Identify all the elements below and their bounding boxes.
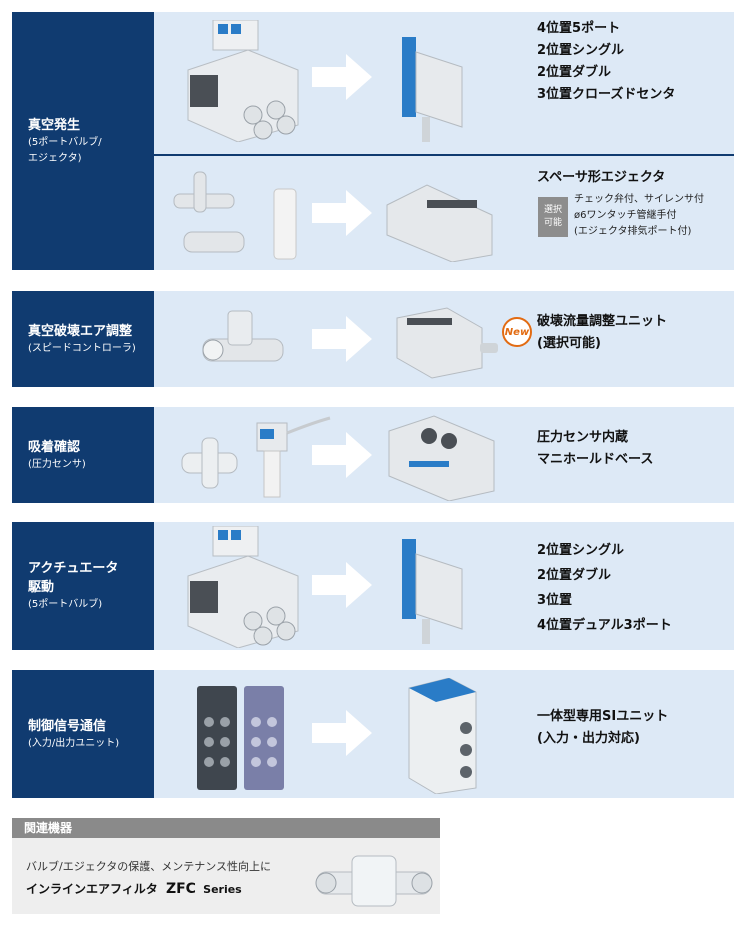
arrow-right-icon [312,562,372,608]
section-title-line2: 駆動 [28,580,55,595]
valve-option: 4位置5ポート [537,21,621,36]
section-subtitle: (スピードコントローラ) [28,342,136,354]
ejector-note: (エジェクタ排気ポート付) [574,226,692,237]
sensor-line: マニホールドベース [537,452,654,467]
section-label: 制御信号通信 (入力/出力ユニット) [12,670,154,798]
section-label: 真空破壊エア調整 (スピードコントローラ) [12,291,154,387]
valve-option: 3位置クローズドセンタ [537,87,676,102]
sensor-text: 圧力センサ内蔵 マニホールドベース [537,427,653,471]
valve-options: 4位置5ポート 2位置シングル 2位置ダブル 3位置クローズドセンタ [537,18,675,106]
related-product: インラインエアフィルタ ZFC Series [26,880,242,897]
row-divider [154,154,734,156]
ejector-notes: チェック弁付、サイレンサ付 ø6ワンタッチ管継手付 (エジェクタ排気ポート付) [574,192,704,240]
si-unit-image [408,678,477,794]
si-line: 一体型専用SIユニット [537,709,669,724]
breaker-line: 破壊流量調整ユニット [537,314,668,329]
arrow-right-icon [312,710,372,756]
ejector-title: スペーサ形エジェクタ [537,170,666,185]
ejector-note: ø6ワンタッチ管継手付 [574,210,677,221]
valve-manifold-image [187,526,299,648]
section-label: 吸着確認 (圧力センサ) [12,407,154,503]
actuator-option: 2位置シングル [537,543,625,558]
arrow-right-icon [312,54,372,100]
product-name: インラインエアフィルタ [26,882,158,896]
section-subtitle: (5ポートバルブ) [28,599,103,610]
section-control-signal: 制御信号通信 (入力/出力ユニット) 一体型専用SIユニット (入力・出力対応) [12,670,734,798]
breaker-line: (選択可能) [537,336,601,351]
arrow-right-icon [312,432,372,478]
valve-option: 2位置ダブル [537,65,612,80]
section-title: 吸着確認 [28,439,81,455]
valve-unit-image [402,539,463,644]
section-title: 制御信号通信 [28,718,107,734]
series-label: Series [203,883,242,896]
actuator-option: 3位置 [537,593,573,608]
pressure-sensor-image [181,416,331,498]
section-label: 真空発生 (5ポートバルブ/ エジェクタ) [12,12,154,270]
new-badge: New [502,317,532,347]
io-units-image [197,686,284,790]
spacer-ejector-image [386,184,493,262]
section-title: アクチュエータ [28,561,119,576]
actuator-option: 4位置デュアル3ポート [537,618,672,633]
si-text: 一体型専用SIユニット (入力・出力対応) [537,706,668,750]
badge-text: 選択 [543,205,562,215]
valve-manifold-image [187,20,299,142]
section-suction-confirmation: 吸着確認 (圧力センサ) 圧力センサ内蔵 マニホールドベース [12,407,734,503]
related-equipment: 関連機器 バルブ/エジェクタの保護、メンテナンス性向上に インラインエアフィルタ… [12,818,440,914]
badge-text: 可能 [543,218,562,228]
section-subtitle: エジェクタ) [28,152,82,164]
section-label: アクチュエータ 駆動 (5ポートバルブ) [12,522,154,650]
section-actuator-drive: アクチュエータ 駆動 (5ポートバルブ) 2位置シングル 2位置ダブル 3位置 … [12,522,734,650]
section-subtitle: (入力/出力ユニット) [28,737,120,749]
air-filter-image [315,855,433,907]
section-title: 真空破壊エア調整 [28,323,133,339]
speed-controller-image [202,310,284,362]
valve-unit-image [402,37,463,142]
sensor-line: 圧力センサ内蔵 [537,430,629,445]
selectable-badge: 選択 可能 [538,197,568,237]
arrow-right-icon [312,316,372,362]
breaker-text: 破壊流量調整ユニット (選択可能) [537,311,667,355]
si-line: (入力・出力対応) [537,731,640,746]
section-subtitle: (5ポートバルブ/ [28,136,102,148]
breaker-unit-image [396,307,498,379]
actuator-option: 2位置ダブル [537,568,612,583]
ejector-note: チェック弁付、サイレンサ付 [574,194,704,205]
section-vacuum-break: 真空破壊エア調整 (スピードコントローラ) New 破壊流量調整ユニット (選択… [12,291,734,387]
section-subtitle: (圧力センサ) [28,458,86,470]
related-header: 関連機器 [12,818,440,838]
ejector-parts-image [173,171,297,260]
valve-option: 2位置シングル [537,43,625,58]
related-description: バルブ/エジェクタの保護、メンテナンス性向上に [26,860,272,873]
section-vacuum-generation: 真空発生 (5ポートバルブ/ エジェクタ) 4位置5ポート 2位置シングル 2位… [12,12,734,270]
section-title: 真空発生 [28,117,81,133]
sensor-manifold-image [388,415,495,501]
actuator-options: 2位置シングル 2位置ダブル 3位置 4位置デュアル3ポート [537,538,672,638]
product-code: ZFC [165,881,196,897]
arrow-right-icon [312,190,372,236]
